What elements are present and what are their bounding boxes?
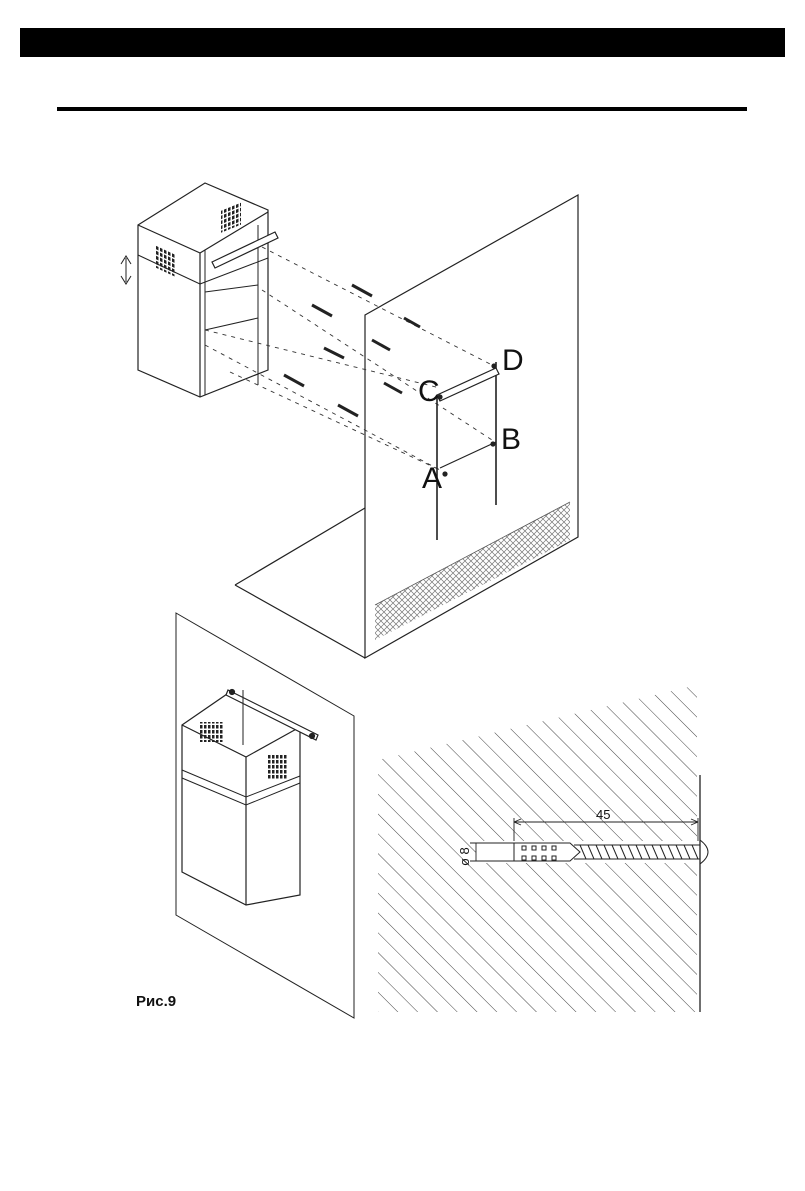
figure-caption: Рис.9 <box>136 993 176 1010</box>
point-label-a: A <box>422 462 442 495</box>
wall-plug-detail: 45 ø 8 <box>378 685 708 1012</box>
point-label-c: C <box>418 375 440 408</box>
dimension-length: 45 <box>596 807 610 822</box>
bottom-left-illustration <box>176 613 354 1018</box>
point-label-b: B <box>501 423 521 456</box>
dimension-diameter: ø 8 <box>457 847 472 866</box>
top-illustration <box>121 183 578 658</box>
point-label-d: D <box>502 344 524 377</box>
